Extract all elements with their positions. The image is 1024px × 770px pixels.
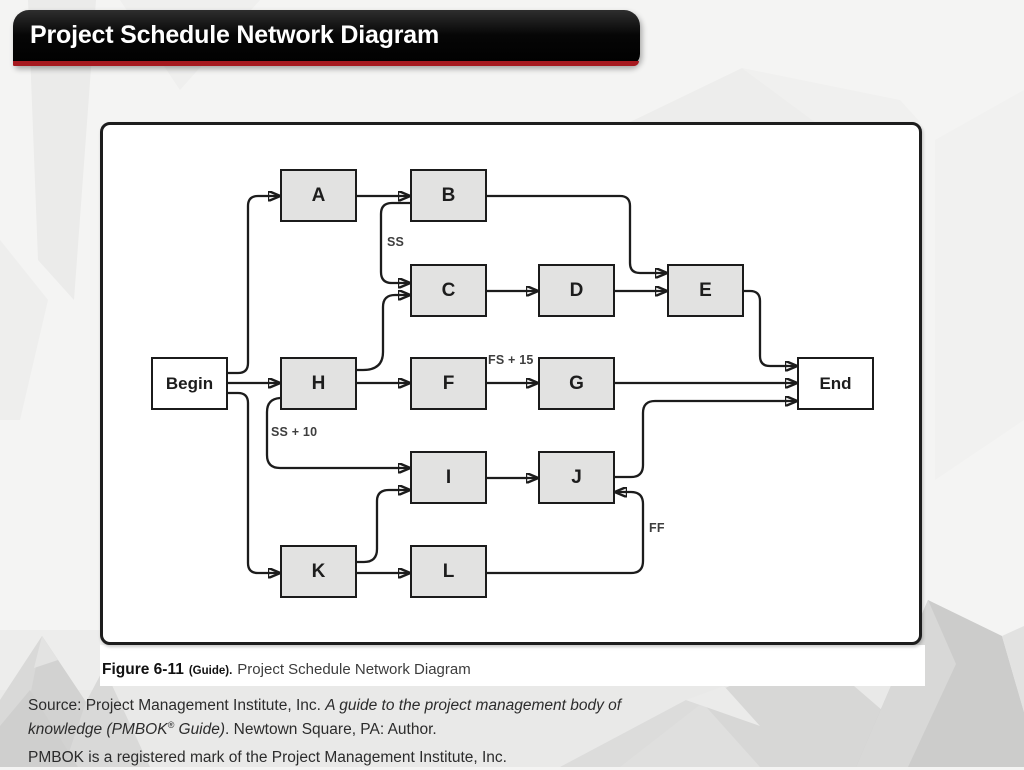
edge-begin-k [228,391,280,573]
book-title-line1: A guide to the project management body o… [325,697,622,714]
node-f: F [410,357,487,410]
edge-e-end [744,289,797,366]
edge-h-c [357,295,410,372]
source-prefix: Source: Project Management Institute, In… [28,697,326,714]
edge-label-ss-10: SS + 10 [271,425,318,439]
edge-begin-a [228,196,280,375]
edge-j-end [615,401,797,479]
title-underline [13,61,639,66]
trademark-note: PMBOK is a registered mark of the Projec… [28,749,507,767]
figure-guide-tag: (Guide). [188,665,233,677]
node-k: K [280,545,357,598]
figure-number: Figure 6-11 [102,661,184,678]
book-title-line2-end: Guide) [174,720,226,738]
figure-title: Project Schedule Network Diagram [237,661,471,678]
figure-caption: Figure 6-11 (Guide). Project Schedule Netw… [102,661,471,679]
edge-b-c [379,201,410,283]
registered-mark: ® [167,719,175,730]
node-i: I [410,451,487,504]
node-j: J [538,451,615,504]
node-e: E [667,264,744,317]
node-c: C [410,264,487,317]
edge-b-e [487,194,667,273]
node-end: End [797,357,874,410]
book-title-line2-start: knowledge (PMBOK [28,720,168,738]
edge-label-fs-15: FS + 15 [488,353,534,367]
source-suffix: . Newtown Square, PA: Author. [225,720,437,738]
edge-k-i [357,490,410,564]
node-d: D [538,264,615,317]
node-a: A [280,169,357,222]
node-b: B [410,169,487,222]
page-title: Project Schedule Network Diagram [30,21,440,49]
edge-h-i [265,396,410,468]
node-h: H [280,357,357,410]
edge-label-ff: FF [649,521,665,535]
edge-l-j [487,492,645,575]
edge-label-ss: SS [387,235,405,249]
title-bar: Project Schedule Network Diagram [13,10,640,66]
node-g: G [538,357,615,410]
node-begin: Begin [151,357,228,410]
source-citation: Source: Project Management Institute, In… [28,694,648,741]
connector-layer [228,122,922,645]
node-l: L [410,545,487,598]
source-block: Source: Project Management Institute, In… [28,694,648,770]
caption-strip: Figure 6-11 (Guide). Project Schedule Netw… [100,645,925,686]
